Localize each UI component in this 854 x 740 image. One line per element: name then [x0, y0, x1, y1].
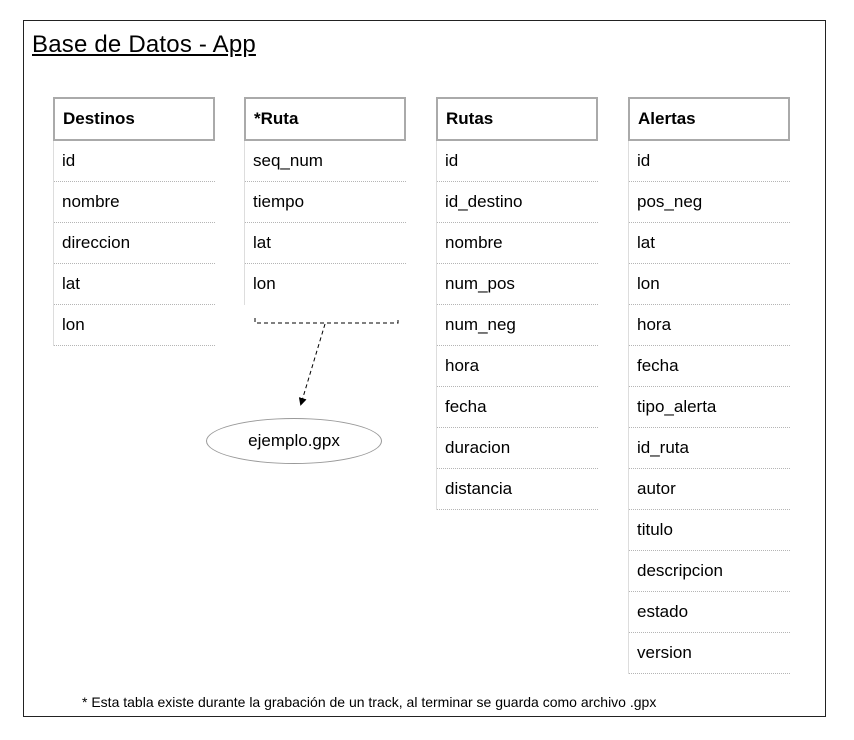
footnote: * Esta tabla existe durante la grabación… — [82, 694, 657, 710]
field-row: id_ruta — [629, 428, 790, 469]
field-row: tiempo — [245, 182, 406, 223]
field-row: estado — [629, 592, 790, 633]
field-row: id — [54, 141, 215, 182]
field-row: descripcion — [629, 551, 790, 592]
field-row: lat — [245, 223, 406, 264]
table-header: Rutas — [436, 97, 598, 141]
field-row: tipo_alerta — [629, 387, 790, 428]
field-row: direccion — [54, 223, 215, 264]
table-fields: id id_destino nombre num_pos num_neg hor… — [436, 141, 598, 510]
field-row: lon — [54, 305, 215, 346]
table-fields: seq_num tiempo lat lon — [244, 141, 406, 305]
field-row: nombre — [54, 182, 215, 223]
field-row: seq_num — [245, 141, 406, 182]
field-row: lon — [253, 274, 276, 293]
field-row: num_neg — [437, 305, 598, 346]
table-header: *Ruta — [244, 97, 406, 141]
gpx-file-node: ejemplo.gpx — [206, 418, 382, 464]
field-row: id — [437, 141, 598, 182]
field-row: nombre — [437, 223, 598, 264]
field-row: lon — [629, 264, 790, 305]
field-row: lat — [54, 264, 215, 305]
field-row: fecha — [437, 387, 598, 428]
field-row: hora — [437, 346, 598, 387]
table-ruta: *Ruta seq_num tiempo lat lon — [244, 97, 406, 305]
field-row: duracion — [437, 428, 598, 469]
table-fields: id nombre direccion lat lon — [53, 141, 215, 346]
field-row: id_destino — [437, 182, 598, 223]
table-fields: id pos_neg lat lon hora fecha tipo_alert… — [628, 141, 790, 674]
table-rutas: Rutas id id_destino nombre num_pos num_n… — [436, 97, 598, 510]
table-header: Alertas — [628, 97, 790, 141]
diagram-title: Base de Datos - App — [32, 31, 256, 58]
field-row: version — [629, 633, 790, 674]
field-row: titulo — [629, 510, 790, 551]
field-row: distancia — [437, 469, 598, 510]
field-row: lat — [629, 223, 790, 264]
table-header: Destinos — [53, 97, 215, 141]
field-row: id — [629, 141, 790, 182]
field-row: pos_neg — [629, 182, 790, 223]
field-row: num_pos — [437, 264, 598, 305]
table-destinos: Destinos id nombre direccion lat lon — [53, 97, 215, 346]
field-row: hora — [629, 305, 790, 346]
field-row: autor — [629, 469, 790, 510]
table-alertas: Alertas id pos_neg lat lon hora fecha ti… — [628, 97, 790, 674]
field-row: fecha — [629, 346, 790, 387]
